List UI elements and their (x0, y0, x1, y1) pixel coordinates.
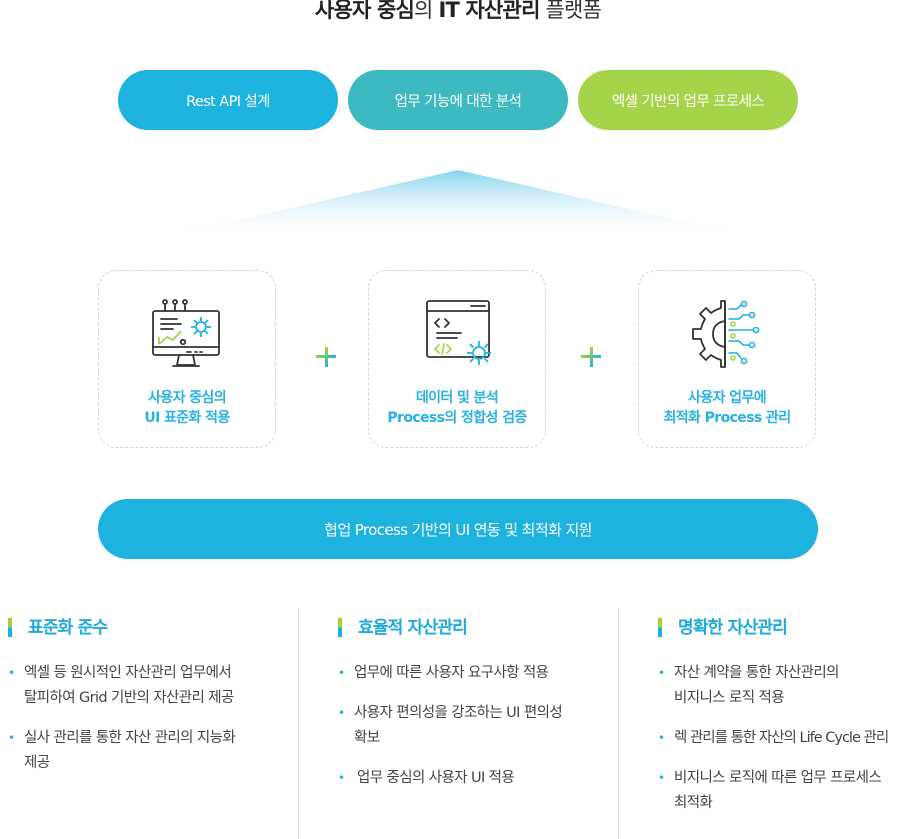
list-item-line: 실사 관리를 통한 자산 관리의 지능화 (24, 730, 236, 746)
card-ui-standard: 사용자 중심의 UI 표준화 적용 (98, 270, 276, 448)
heading-bar-icon (658, 618, 662, 637)
card-label-line2: 최적화 Process 관리 (663, 410, 792, 426)
column-heading: 명확한 자산관리 (658, 617, 916, 639)
column-heading: 효율적 자산관리 (338, 617, 608, 639)
bullet-icon: • (658, 666, 665, 680)
column-divider (298, 608, 299, 839)
bullet-icon: • (338, 706, 345, 720)
card-label-line1: 사용자 중심의 (148, 390, 227, 406)
column-heading-text: 표준화 준수 (28, 618, 108, 638)
list-item-line: 확보 (354, 730, 380, 746)
plus-icon (316, 347, 336, 367)
card-data-process: 데이터 및 분석 Process의 정합성 검증 (368, 270, 546, 448)
pill-excel-process: 엑셀 기반의 업무 프로세스 (578, 70, 798, 130)
bullet-icon: • (8, 666, 15, 680)
bullet-icon: • (658, 771, 665, 785)
list-item-line: 렉 관리를 통한 자산의 Life Cycle 관리 (674, 730, 889, 746)
list-item: • 업무 중심의 사용자 UI 적용 (338, 766, 608, 791)
bullet-icon: • (338, 771, 345, 785)
column-heading-text: 명확한 자산관리 (678, 618, 788, 638)
card-label-line2: UI 표준화 적용 (144, 410, 230, 426)
list-item-line: 최적화 (674, 795, 713, 811)
card-process-optimize: 사용자 업무에 최적화 Process 관리 (638, 270, 816, 448)
list-item-line: 업무 중심의 사용자 UI 적용 (357, 770, 515, 786)
column-heading: 표준화 준수 (8, 617, 278, 639)
list-item-line: 엑셀 등 원시적인 자산관리 업무에서 (24, 665, 232, 681)
column-divider (618, 608, 619, 839)
monitor-gear-chart-icon (152, 299, 220, 367)
card-data-process-label: 데이터 및 분석 Process의 정합성 검증 (369, 388, 545, 428)
list-item-line: 탈피하여 Grid 기반의 자산관리 제공 (24, 690, 234, 706)
list-item-line: 비지니스 로직에 따른 업무 프로세스 (674, 770, 882, 786)
bullet-icon: • (8, 731, 15, 745)
card-ui-standard-label: 사용자 중심의 UI 표준화 적용 (99, 388, 275, 428)
funnel-shape (160, 170, 756, 238)
heading-bar-icon (8, 618, 12, 637)
list-item: • 렉 관리를 통한 자산의 Life Cycle 관리 (658, 726, 916, 751)
title-strong-1: 사용자 중심 (314, 0, 415, 22)
list-item-line: 제공 (24, 755, 50, 771)
title-light-2: 플랫폼 (545, 0, 602, 22)
collaboration-banner: 협업 Process 기반의 UI 연동 및 최적화 지원 (98, 499, 818, 559)
pill-function-analysis: 업무 기능에 대한 분석 (348, 70, 568, 130)
page-title: 사용자 중심의 IT 자산관리 플랫폼 (0, 0, 916, 24)
feature-list: • 업무에 따른 사용자 요구사항 적용 • 사용자 편의성을 강조하는 UI 편의… (338, 661, 608, 791)
plus-icon (581, 347, 601, 367)
feature-column-efficient: 효율적 자산관리 • 업무에 따른 사용자 요구사항 적용 • 사용자 편의성을 강… (338, 608, 608, 839)
gear-circuit-icon (692, 300, 760, 368)
list-item-line: 사용자 편의성을 강조하는 UI 편의성 (354, 705, 563, 721)
card-label-line2: Process의 정합성 검증 (387, 410, 527, 426)
list-item-line: 업무에 따른 사용자 요구사항 적용 (354, 665, 549, 681)
title-light-1: 의 (414, 0, 433, 22)
card-label-line1: 데이터 및 분석 (415, 390, 499, 406)
code-window-gear-icon (426, 300, 491, 365)
card-process-optimize-label: 사용자 업무에 최적화 Process 관리 (639, 388, 815, 428)
card-label-line1: 사용자 업무에 (688, 390, 767, 406)
title-strong-2: IT 자산관리 (438, 0, 540, 22)
list-item-line: 비지니스 로직 적용 (674, 690, 785, 706)
bullet-icon: • (658, 731, 665, 745)
heading-bar-icon (338, 618, 342, 637)
bullet-icon: • (338, 666, 345, 680)
list-item-line: 자산 계약을 통한 자산관리의 (674, 665, 840, 681)
column-heading-text: 효율적 자산관리 (358, 618, 468, 638)
list-item: • 업무에 따른 사용자 요구사항 적용 (338, 661, 608, 686)
pill-rest-api: Rest API 설계 (118, 70, 338, 130)
